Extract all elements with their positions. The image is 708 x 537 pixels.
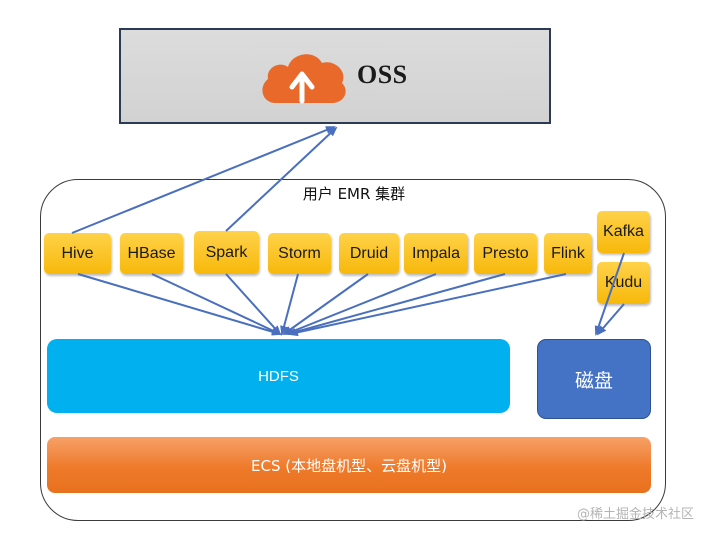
disk-label: 磁盘 <box>574 369 613 392</box>
cluster-title: 用户 EMR 集群 <box>302 185 406 203</box>
oss-label: OSS <box>357 60 408 89</box>
hdfs-label: HDFS <box>258 367 299 385</box>
component-label: HBase <box>127 244 176 262</box>
ecs-box: ECS (本地盘机型、云盘机型) <box>47 437 651 493</box>
component-hive: Hive <box>44 233 111 274</box>
component-kudu: Kudu <box>597 262 650 304</box>
disk-box: 磁盘 <box>537 339 651 419</box>
component-label: Druid <box>349 244 389 262</box>
component-label: Impala <box>411 244 461 262</box>
component-kafka: Kafka <box>597 211 650 253</box>
cloud-upload-icon <box>262 54 346 104</box>
component-flink: Flink <box>544 233 592 274</box>
ecs-label: ECS (本地盘机型、云盘机型) <box>251 456 447 475</box>
component-presto: Presto <box>474 233 537 274</box>
component-spark: Spark <box>194 231 259 274</box>
component-label: Spark <box>205 243 248 261</box>
component-impala: Impala <box>404 233 468 274</box>
hdfs-box: HDFS <box>47 339 510 413</box>
component-label: Presto <box>482 244 529 262</box>
component-label: Kafka <box>603 223 644 240</box>
component-label: Kudu <box>604 274 643 291</box>
component-label: Storm <box>278 244 321 262</box>
component-label: Hive <box>61 244 94 262</box>
component-hbase: HBase <box>120 233 183 274</box>
component-storm: Storm <box>268 233 331 274</box>
component-druid: Druid <box>339 233 399 274</box>
component-label: Flink <box>551 244 585 262</box>
oss-box: OSS <box>119 28 551 124</box>
watermark: @稀土掘金技术社区 <box>576 507 694 522</box>
